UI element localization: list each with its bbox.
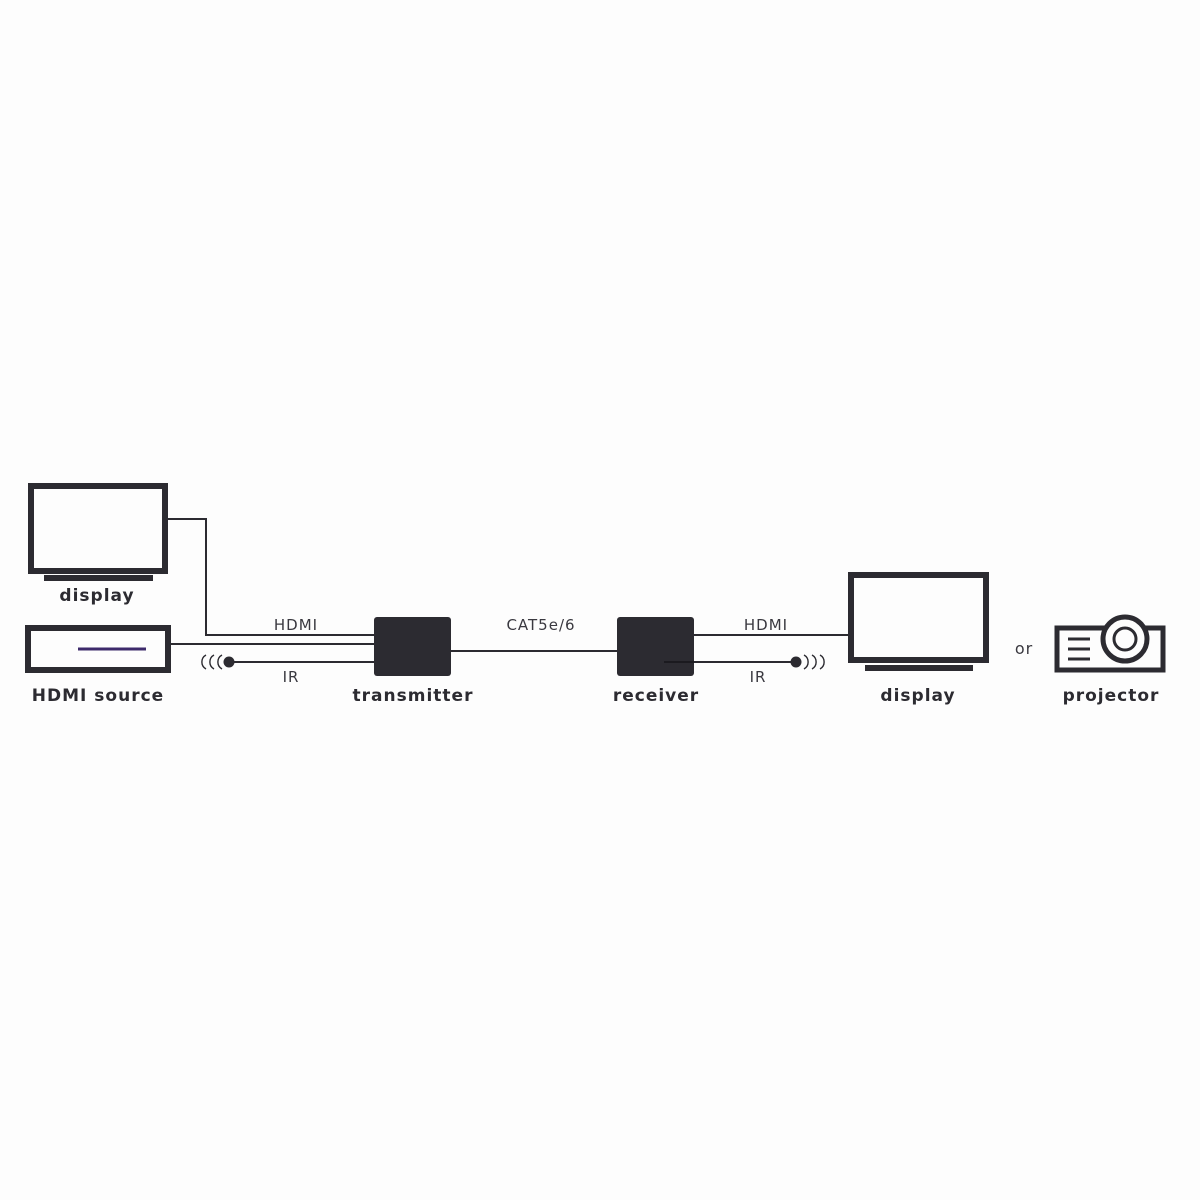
cables — [168, 518, 850, 663]
media-player-icon — [25, 625, 171, 673]
display-right-icon — [848, 572, 989, 671]
projector-label: projector — [1062, 686, 1160, 706]
display-top-icon — [28, 483, 168, 581]
ir-emitter-left-icon — [201, 654, 235, 670]
transmitter-box-icon — [374, 617, 451, 676]
projector-icon — [1054, 614, 1166, 673]
ir-right-cable-label: IR — [749, 668, 767, 686]
cat-cable-label: CAT5e/6 — [506, 616, 576, 634]
display-top-label: display — [59, 586, 135, 606]
or-label: or — [1014, 639, 1034, 658]
display-right-label: display — [880, 686, 956, 706]
hdmi-cable-display-to-transmitter — [168, 518, 375, 636]
transmitter-label: transmitter — [352, 686, 474, 706]
ir-emitter-right-icon — [790, 654, 825, 670]
hdmi-right-cable-label: HDMI — [743, 616, 789, 634]
hdmi-left-cable-label: HDMI — [273, 616, 319, 634]
ir-left-cable-label: IR — [282, 668, 300, 686]
receiver-label: receiver — [612, 686, 700, 706]
hdmi-source-label: HDMI source — [31, 686, 165, 706]
receiver-box-icon — [617, 617, 694, 676]
